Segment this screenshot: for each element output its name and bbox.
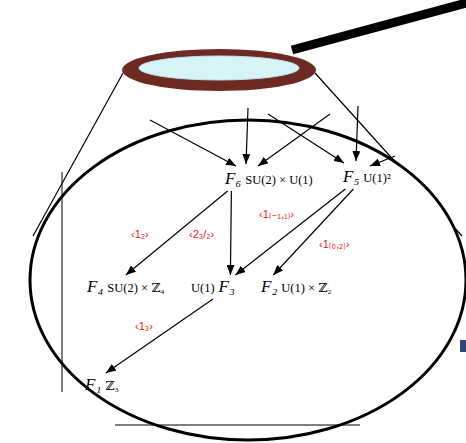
fixed-point-label: F₁ bbox=[85, 375, 101, 395]
fixed-point-label: F₅ bbox=[343, 167, 359, 187]
frame-line bbox=[62, 172, 63, 392]
group-node: F₁ℤ₃ bbox=[82, 373, 122, 397]
lens-rim bbox=[122, 49, 316, 91]
fixed-point-label: F₄ bbox=[87, 277, 103, 297]
symmetry-group: SU(2) × U(1) bbox=[245, 173, 312, 188]
group-node: U(1) F₃ bbox=[188, 275, 238, 299]
fixed-point-label: F₃ bbox=[219, 277, 235, 297]
edge-label: ‹1₍₀,₂₎› bbox=[318, 238, 351, 251]
group-node: F₂U(1) × ℤ₂ bbox=[258, 275, 335, 299]
zoom-ellipse bbox=[30, 120, 466, 440]
edge-label: ‹2₃/₂› bbox=[188, 228, 215, 241]
edge-label: ‹1₃› bbox=[134, 320, 154, 333]
symmetry-group: U(1) × ℤ₂ bbox=[281, 280, 331, 296]
symmetry-group: SU(2) × ℤ₄ bbox=[107, 280, 164, 296]
fixed-point-label: F₆ bbox=[225, 169, 241, 189]
edge-label: ‹1₂› bbox=[130, 228, 150, 241]
decay-arrow bbox=[230, 191, 232, 275]
incoming-arrows bbox=[150, 106, 395, 166]
lens-glass bbox=[139, 56, 299, 80]
decay-arrow bbox=[235, 189, 345, 275]
decay-arrow bbox=[106, 299, 213, 373]
symmetry-group: U(1) bbox=[191, 281, 215, 296]
group-node: F₆ SU(2) × U(1) bbox=[222, 167, 316, 191]
frame-line bbox=[115, 425, 360, 426]
decay-arrow bbox=[126, 191, 228, 275]
decay-arrow bbox=[273, 189, 353, 275]
fixed-point-label: F₂ bbox=[261, 277, 277, 297]
edge-label: ‹1₍₋₁,₁₎› bbox=[258, 208, 295, 221]
symmetry-group: U(1)² bbox=[363, 171, 390, 186]
magnifier-handle bbox=[292, 2, 466, 50]
group-node: F₄SU(2) × ℤ₄ bbox=[84, 275, 168, 299]
symmetry-group: ℤ₃ bbox=[105, 378, 118, 394]
frame-bar bbox=[460, 340, 466, 352]
group-node: F₅ U(1)² bbox=[340, 165, 394, 189]
